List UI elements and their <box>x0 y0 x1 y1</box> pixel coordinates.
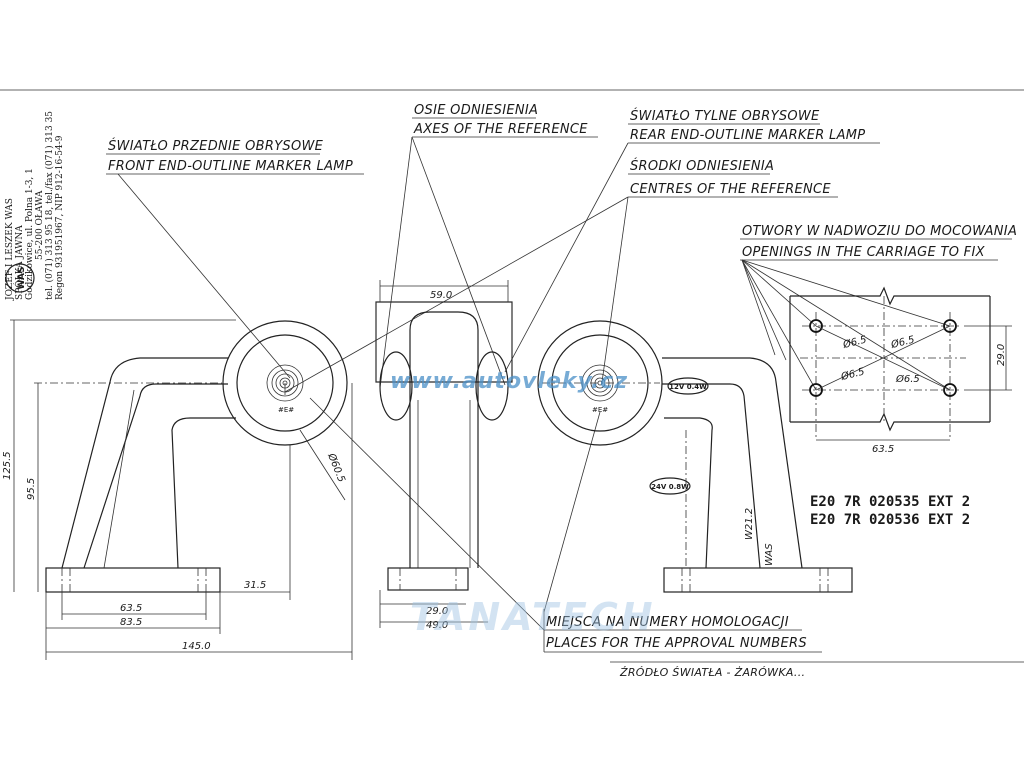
label-centres: ŚRODKI ODNIESIENIA CENTRES OF THE REFERE… <box>628 158 838 198</box>
svg-text:31.5: 31.5 <box>244 580 266 591</box>
bottom-partial-text: ŹRÓDŁO ŚWIATŁA - ŻARÓWKA... <box>619 666 805 679</box>
manufacturer-line-1: JOZEF I LESZEK WAS <box>5 198 15 301</box>
svg-text:OTWORY W NADWOZIU DO MOCOWANIA: OTWORY W NADWOZIU DO MOCOWANIA <box>742 224 1017 239</box>
svg-text:59.0: 59.0 <box>430 290 452 301</box>
rear-lamp-lens <box>551 334 649 432</box>
svg-text:29.0: 29.0 <box>426 606 448 617</box>
svg-text:83.5: 83.5 <box>120 617 142 628</box>
svg-text:Ø6.5: Ø6.5 <box>895 373 920 385</box>
svg-text:OSIE ODNIESIENIA: OSIE ODNIESIENIA <box>414 103 538 118</box>
svg-text:Ø6.5: Ø6.5 <box>889 334 916 352</box>
svg-text:OPENINGS IN THE CARRIAGE TO FI: OPENINGS IN THE CARRIAGE TO FIX <box>742 245 986 260</box>
svg-text:PLACES FOR THE APPROVAL NUMBER: PLACES FOR THE APPROVAL NUMBERS <box>546 636 807 651</box>
manufacturer-line-5: tel. (071) 313 95 18, tel./fax (071) 313… <box>44 111 55 300</box>
svg-text:WAS: WAS <box>17 267 27 290</box>
leader-lines <box>117 136 951 631</box>
svg-text:FRONT END-OUTLINE MARKER LAMP: FRONT END-OUTLINE MARKER LAMP <box>108 159 353 174</box>
label-axes: OSIE ODNIESIENIA AXES OF THE REFERENCE <box>412 103 598 138</box>
side-view: 59.0 29.0 49.0 <box>375 280 513 631</box>
svg-text:ŚWIATŁO TYLNE OBRYSOWE: ŚWIATŁO TYLNE OBRYSOWE <box>630 108 820 124</box>
mounting-hole <box>943 383 957 397</box>
manufacturer-line-3: Godzikowice, ul. Polna 1-3, 1 <box>25 168 35 300</box>
front-lamp-outer-ring <box>222 320 348 446</box>
svg-text:ŚWIATŁO PRZEDNIE OBRYSOWE: ŚWIATŁO PRZEDNIE OBRYSOWE <box>108 138 324 154</box>
mounting-hole <box>809 383 823 397</box>
label-front-lamp: ŚWIATŁO PRZEDNIE OBRYSOWE FRONT END-OUTL… <box>106 138 364 175</box>
manufacturer-line-6: Regon 931951967, NIP 912-16-54-9 <box>55 135 65 300</box>
mounting-hole <box>943 319 957 333</box>
front-lamp-view: #E# <box>45 320 348 593</box>
rear-lamp-view: #E# <box>537 320 853 593</box>
svg-text:Ø6.5: Ø6.5 <box>841 334 868 352</box>
manufacturer-stamp: JOZEF I LESZEK WAS SPÓŁKA JAWNA Godzikow… <box>5 111 65 301</box>
front-lamp-lens <box>236 334 334 432</box>
front-lamp-dimensions: 125.5 95.5 31.5 63.5 83.5 145.0 Ø60.5 <box>2 319 353 660</box>
approval-codes: E20 7R 020535 EXT 2 E20 7R 020536 EXT 2 <box>810 494 970 528</box>
svg-text:Ø6.5: Ø6.5 <box>839 366 866 384</box>
rear-lamp-base <box>663 567 853 593</box>
approval-code-1: E20 7R 020535 EXT 2 <box>810 494 970 510</box>
was-logo: WAS <box>5 263 35 293</box>
svg-text:12V 0.4W: 12V 0.4W <box>669 383 707 391</box>
svg-text:95.5: 95.5 <box>26 478 37 500</box>
mounting-hole <box>809 319 823 333</box>
approval-code-2: E20 7R 020536 EXT 2 <box>810 512 970 528</box>
svg-text:29.0: 29.0 <box>996 344 1007 366</box>
svg-text:REAR END-OUTLINE MARKER LAMP: REAR END-OUTLINE MARKER LAMP <box>630 128 865 143</box>
rating-badge-24v: 24V 0.8W <box>649 477 691 495</box>
label-approval-places: MIEJSCA NA NUMERY HOMOLOGACJI PLACES FOR… <box>543 609 822 653</box>
rear-lamp-outer-ring <box>537 320 663 446</box>
svg-text:CENTRES OF THE REFERENCE: CENTRES OF THE REFERENCE <box>630 182 831 197</box>
svg-text:24V 0.8W: 24V 0.8W <box>651 483 689 491</box>
svg-text:49.0: 49.0 <box>426 620 448 631</box>
svg-text:Ø60.5: Ø60.5 <box>325 451 348 484</box>
mounting-holes-detail: Ø6.5 Ø6.5 Ø6.5 Ø6.5 29.0 63.5 <box>789 286 1012 455</box>
brand-watermark: TANATECH <box>410 595 656 639</box>
svg-text:125.5: 125.5 <box>2 451 13 480</box>
svg-text:#E#: #E# <box>278 406 294 414</box>
svg-text:63.5: 63.5 <box>120 603 142 614</box>
svg-text:AXES OF THE REFERENCE: AXES OF THE REFERENCE <box>413 122 588 137</box>
svg-text:145.0: 145.0 <box>182 641 211 652</box>
svg-text:63.5: 63.5 <box>872 444 894 455</box>
svg-text:MIEJSCA NA NUMERY HOMOLOGACJI: MIEJSCA NA NUMERY HOMOLOGACJI <box>546 615 789 630</box>
was-stamp: WAS <box>764 543 775 566</box>
svg-text:#E#: #E# <box>592 406 608 414</box>
rating-badge-12v: 12V 0.4W <box>667 377 709 395</box>
manufacturer-line-2: SPÓŁKA JAWNA <box>13 225 25 300</box>
label-rear-lamp: ŚWIATŁO TYLNE OBRYSOWE REAR END-OUTLINE … <box>628 108 880 144</box>
url-watermark: www.autovleky.cz <box>390 369 628 394</box>
svg-text:ŚRODKI ODNIESIENIA: ŚRODKI ODNIESIENIA <box>630 158 774 174</box>
label-openings: OTWORY W NADWOZIU DO MOCOWANIA OPENINGS … <box>740 224 1017 261</box>
was-mark: W21.2 <box>744 508 755 540</box>
front-lamp-base <box>45 567 221 593</box>
manufacturer-line-4: 55-200 OŁAWA <box>35 190 45 260</box>
